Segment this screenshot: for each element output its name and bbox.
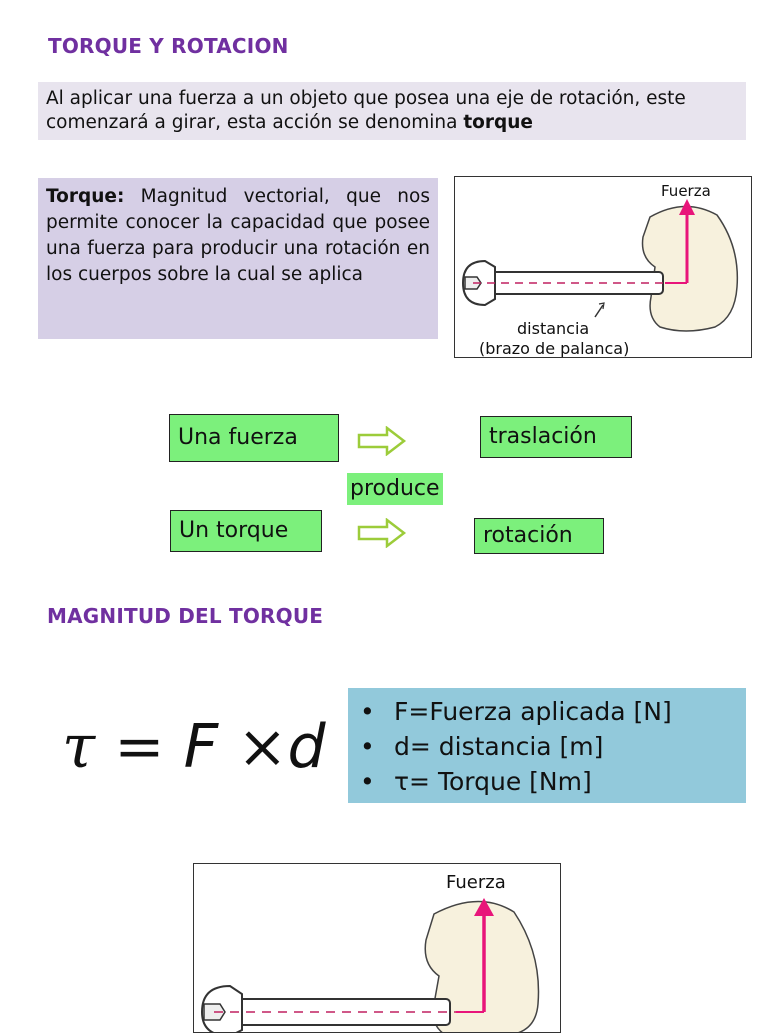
legend-item: τ= Torque [Nm] bbox=[356, 764, 746, 799]
formula-equals: = bbox=[95, 712, 184, 782]
distance-label: distancia bbox=[517, 319, 589, 338]
wrench-diagram: Fuerza distancia (brazo de palanca) bbox=[454, 176, 752, 358]
arrow-right-icon-2 bbox=[357, 518, 407, 548]
intro-text: Al aplicar una fuerza a un objeto que po… bbox=[46, 88, 686, 133]
hand-shape bbox=[641, 205, 739, 332]
definition-text: Magnitud vectorial, que nos permite cono… bbox=[46, 186, 430, 285]
definition-term: Torque: bbox=[46, 186, 125, 207]
force-box: Una fuerza bbox=[169, 414, 339, 462]
arm-label: (brazo de palanca) bbox=[479, 339, 629, 358]
legend-item: F=Fuerza aplicada [N] bbox=[356, 694, 746, 729]
formula-tau: τ bbox=[62, 712, 96, 782]
wrench-illustration: Fuerza distancia (brazo de palanca) bbox=[461, 182, 739, 358]
wrench-illustration-2: Fuerza bbox=[200, 872, 540, 1032]
force-label: Fuerza bbox=[661, 182, 711, 200]
page-title: TORQUE Y ROTACION bbox=[48, 34, 289, 58]
torque-box: Un torque bbox=[170, 510, 322, 552]
legend-item: d= distancia [m] bbox=[356, 729, 746, 764]
torque-formula: τ = F ×d bbox=[62, 712, 326, 782]
intro-bold: torque bbox=[463, 112, 533, 133]
pointer-icon bbox=[594, 304, 604, 318]
formula-times: × bbox=[218, 712, 288, 782]
hand-shape-2 bbox=[424, 900, 540, 1032]
produce-label: produce bbox=[347, 473, 443, 505]
formula-f: F bbox=[183, 712, 219, 782]
translation-box: traslación bbox=[480, 416, 632, 458]
wrench-diagram-2: Fuerza bbox=[193, 863, 561, 1033]
legend-box: F=Fuerza aplicada [N] d= distancia [m] τ… bbox=[348, 688, 746, 803]
force-label-2: Fuerza bbox=[446, 872, 506, 893]
formula-d: d bbox=[287, 712, 326, 782]
force-arrowhead-icon bbox=[679, 199, 695, 215]
arrow-right-icon bbox=[357, 426, 407, 456]
definition-box: Torque: Magnitud vectorial, que nos perm… bbox=[38, 178, 438, 339]
intro-box: Al aplicar una fuerza a un objeto que po… bbox=[38, 82, 746, 140]
pointer-head bbox=[598, 302, 605, 310]
rotation-box: rotación bbox=[474, 518, 604, 554]
section-title: MAGNITUD DEL TORQUE bbox=[47, 604, 324, 628]
force-arrowhead-icon-2 bbox=[474, 898, 494, 916]
